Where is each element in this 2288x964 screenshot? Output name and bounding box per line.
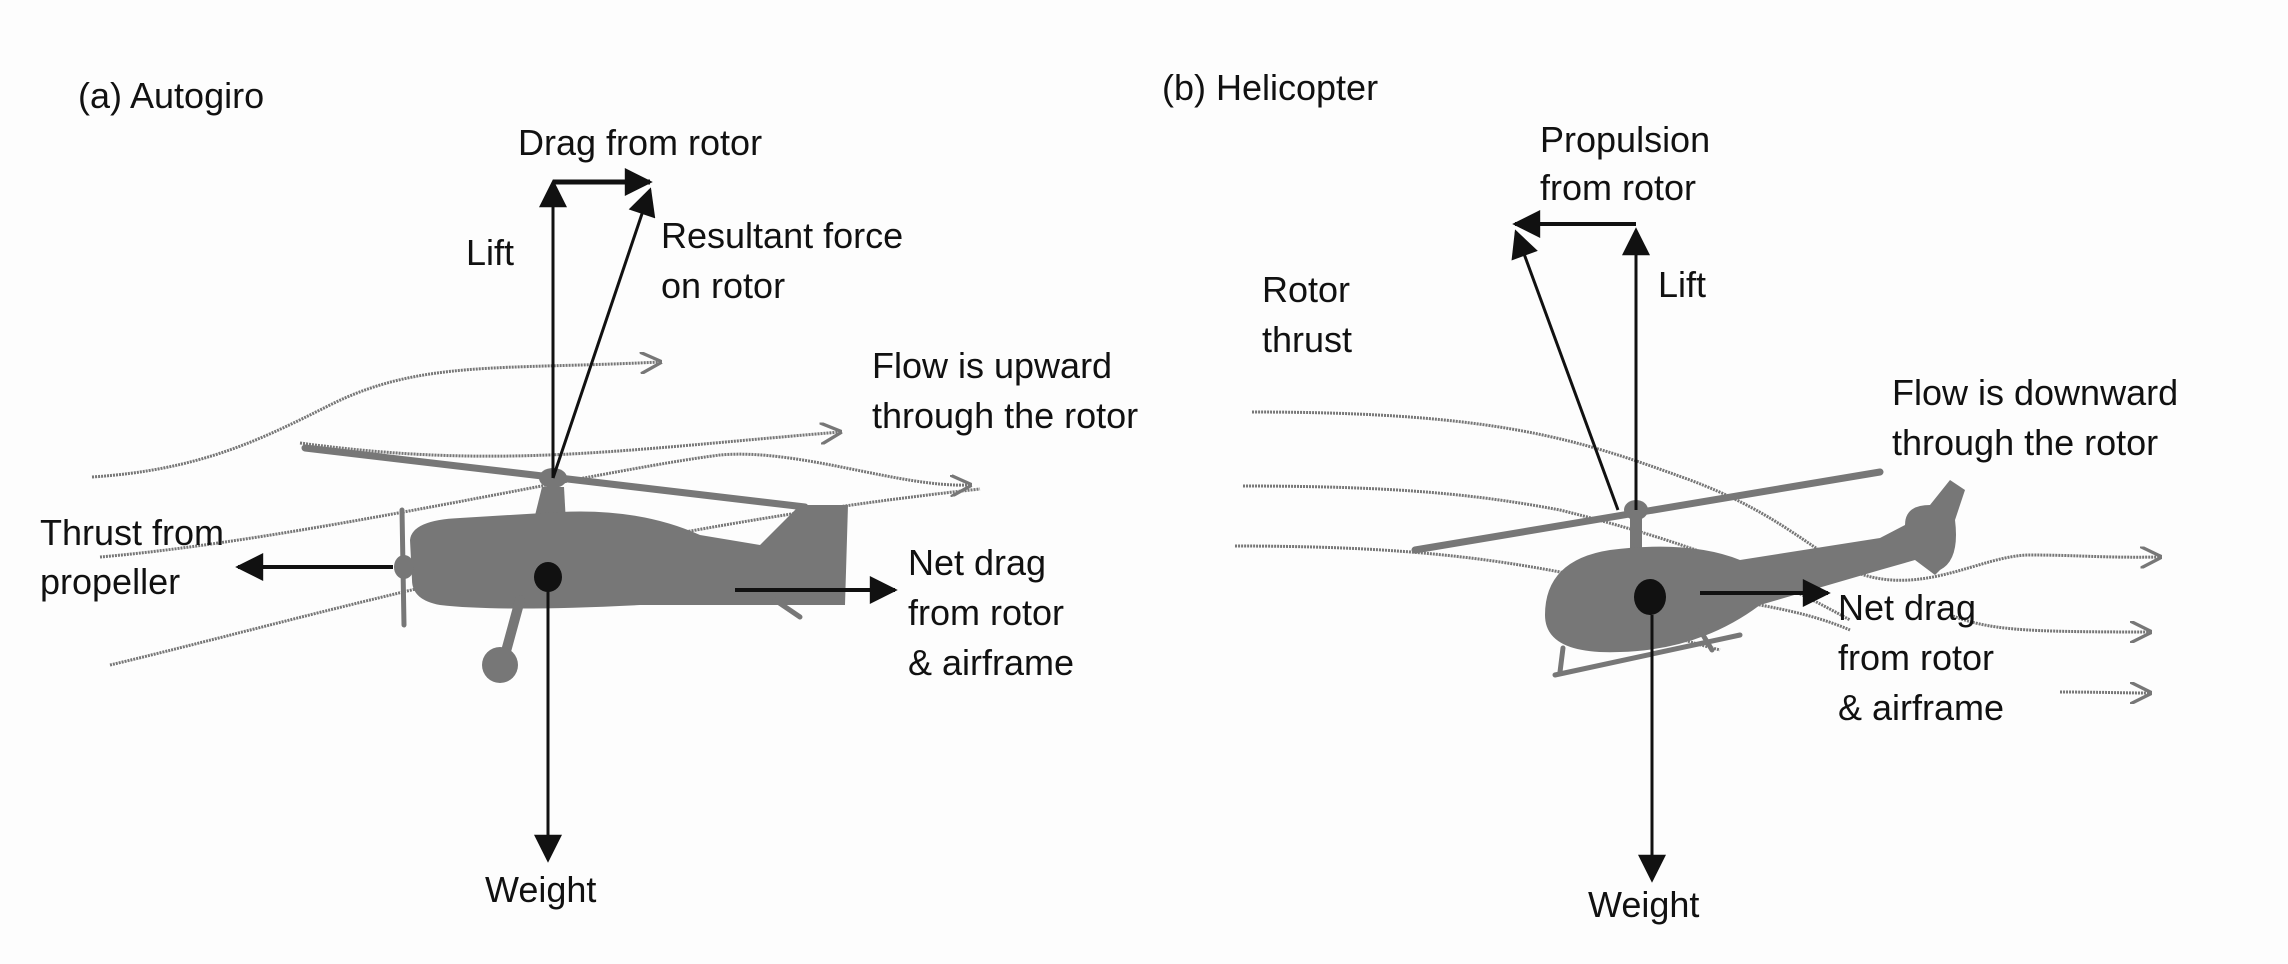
label-net-drag-line3: & airframe — [1838, 687, 2004, 728]
label-thrust-line2: propeller — [40, 561, 180, 602]
tail-skid — [772, 597, 803, 620]
label-flow-line2: through the rotor — [1892, 422, 2158, 463]
label-flow-line2: through the rotor — [872, 395, 1138, 436]
airflow-line — [91, 362, 660, 479]
label-lift: Lift — [466, 232, 514, 273]
panel-a-title: (a) Autogiro — [78, 75, 264, 116]
airflow-line — [299, 432, 840, 458]
label-net-drag-line1: Net drag — [1838, 587, 1976, 628]
label-rotor-thrust-line2: thrust — [1262, 319, 1352, 360]
label-resultant-line2: on rotor — [661, 265, 785, 306]
airflow-line — [1242, 484, 1851, 622]
label-flow-line1: Flow is downward — [1892, 372, 2178, 413]
label-weight: Weight — [485, 869, 596, 910]
label-propulsion-line1: Propulsion — [1540, 119, 1710, 160]
label-thrust-line1: Thrust from — [40, 512, 224, 553]
airflow-line — [1234, 544, 1851, 632]
landing-wheel — [482, 647, 518, 683]
rotor-mast — [1630, 512, 1642, 552]
label-lift: Lift — [1658, 264, 1706, 305]
airflow-line — [99, 452, 970, 559]
landing-skid — [1552, 632, 1743, 678]
label-resultant-line1: Resultant force — [661, 215, 903, 256]
label-propulsion-line2: from rotor — [1540, 167, 1696, 208]
label-drag-from-rotor: Drag from rotor — [518, 122, 762, 163]
label-net-drag-line1: Net drag — [908, 542, 1046, 583]
force-arrows-b — [1511, 210, 1831, 883]
resultant-force-arrow — [551, 187, 656, 479]
airflow-line — [1949, 613, 2150, 632]
autogiro-silhouette — [301, 444, 848, 683]
panel-autogiro: (a) Autogiro — [40, 75, 1138, 910]
label-net-drag-line3: & airframe — [908, 642, 1074, 683]
label-net-drag-line2: from rotor — [908, 592, 1064, 633]
rotor-thrust-arrow — [1511, 229, 1620, 511]
label-rotor-thrust-line1: Rotor — [1262, 269, 1350, 310]
center-of-gravity — [1634, 579, 1666, 615]
force-arrows — [235, 168, 898, 863]
landing-gear-strut — [500, 595, 525, 660]
fuselage — [410, 505, 848, 609]
panel-helicopter: (b) Helicopter — [1162, 0, 2178, 925]
label-flow-line1: Flow is upward — [872, 345, 1112, 386]
propeller-hub — [394, 555, 414, 579]
label-weight: Weight — [1588, 884, 1699, 925]
panel-b-title: (b) Helicopter — [1162, 67, 1378, 108]
airflow-line — [1251, 410, 2160, 582]
skid-strut — [1557, 645, 1566, 675]
airflow-line — [2059, 692, 2150, 693]
spacer — [1556, 0, 1560, 662]
helicopter-silhouette — [1411, 0, 1965, 678]
label-net-drag-line2: from rotor — [1838, 637, 1994, 678]
